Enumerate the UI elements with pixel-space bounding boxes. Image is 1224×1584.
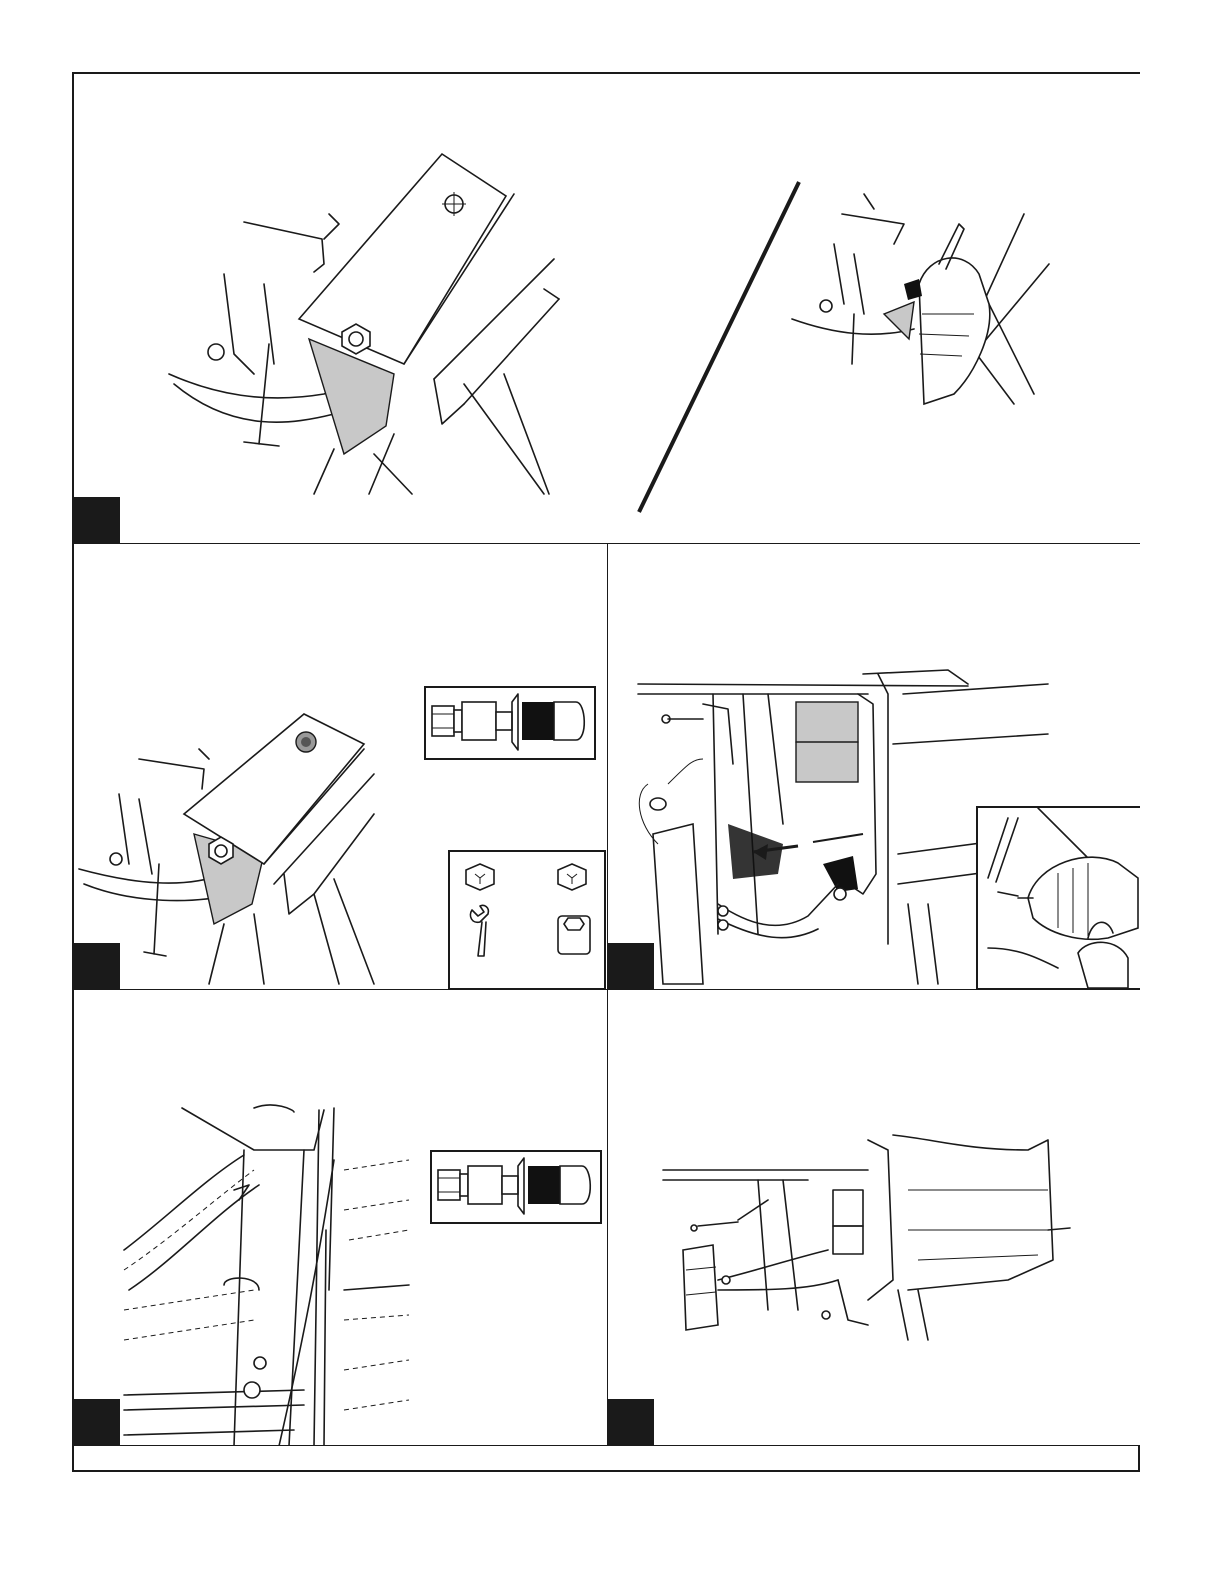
frame-rail-illustration: [124, 1105, 409, 1446]
carriage-bolt-icon: [432, 1152, 600, 1222]
step-3-number-box: [608, 943, 654, 989]
bracket-bolted-illustration: [169, 154, 559, 494]
divider-line: [639, 182, 799, 512]
step-5-number-box: [608, 1399, 654, 1445]
drill-inset: [976, 806, 1140, 990]
step-2-panel: [74, 544, 608, 990]
wrench-icon: [470, 905, 488, 956]
drilling-illustration: [792, 194, 1049, 404]
step-2-number-box: [74, 943, 120, 989]
step-1-illustration: [74, 74, 1140, 544]
carriage-bolt-icon: [426, 688, 594, 758]
tool-icons: [450, 852, 604, 988]
hex-bolt-head-icon: [558, 864, 586, 890]
step-5-illustration: [608, 990, 1140, 1446]
step-4-panel: [74, 990, 608, 1446]
vehicle-frame-rear-view: [663, 1135, 1070, 1340]
socket-icon: [558, 916, 590, 954]
page-frame: [72, 72, 1140, 1472]
bracket-with-carriage-bolt: [79, 714, 374, 984]
fastener-inset: [430, 1150, 602, 1224]
step-1-number-box: [74, 497, 120, 543]
tool-inset: [448, 850, 606, 990]
step-3-panel: [608, 544, 1140, 990]
step-5-panel: [608, 990, 1140, 1446]
hex-bolt-head-icon: [466, 864, 494, 890]
step-1-panel: [74, 74, 1140, 544]
fastener-inset: [424, 686, 596, 760]
step-4-number-box: [74, 1399, 120, 1445]
drill-icon: [978, 808, 1140, 988]
